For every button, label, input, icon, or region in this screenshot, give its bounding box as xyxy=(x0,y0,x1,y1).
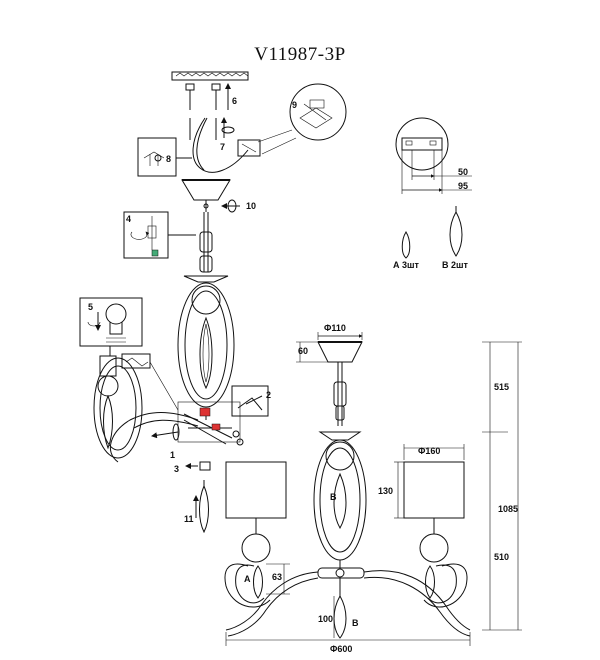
step-6-label: 6 xyxy=(232,96,237,106)
step-7-label: 7 xyxy=(220,142,225,152)
step-9-label: 9 xyxy=(292,100,297,110)
part-a-label: A xyxy=(244,574,251,584)
left-shade xyxy=(224,461,287,608)
pendant-a-dim: 63 xyxy=(272,572,282,582)
step-5-label: 5 xyxy=(88,302,93,312)
chandelier-body-left xyxy=(177,275,235,420)
model-title: V11987-3P xyxy=(254,44,346,65)
pliers-inset xyxy=(231,385,269,417)
step-5-inset xyxy=(79,297,143,356)
rod-length-dim: 515 xyxy=(494,382,509,392)
step-8-label: 8 xyxy=(166,154,171,164)
mount-outer-dim: 95 xyxy=(458,181,468,191)
glass-b-label: B xyxy=(442,260,449,270)
step-11-label: 11 xyxy=(184,514,194,524)
glass-a xyxy=(401,231,411,259)
assembled-center xyxy=(313,431,367,568)
canopy-dia-dim: Φ110 xyxy=(324,323,346,333)
nut-part xyxy=(185,461,211,471)
pendant-b-dim: 100 xyxy=(318,614,333,624)
part-b-label-center: B xyxy=(330,492,337,502)
mount-inner-dim: 50 xyxy=(458,167,468,177)
mount-plate-detail xyxy=(395,117,472,194)
left-arm xyxy=(93,355,199,463)
glass-a-qty: 3шт xyxy=(402,260,420,270)
right-shade xyxy=(403,461,468,608)
glass-b-qty: 2шт xyxy=(451,260,469,270)
bottom-crystal xyxy=(333,578,347,639)
canopy-height-dim: 60 xyxy=(298,346,308,356)
main-rod-chain xyxy=(199,212,213,273)
shade-dia-dim: Φ160 xyxy=(418,446,440,456)
shade-height-dim: 130 xyxy=(378,486,393,496)
crystal-drop-11 xyxy=(193,480,209,534)
total-height-dim: 1085 xyxy=(498,504,518,514)
step-9-terminal xyxy=(237,83,347,157)
assembled-canopy xyxy=(296,332,363,363)
step-1-label: 1 xyxy=(170,450,175,460)
lower-height-dim: 510 xyxy=(494,552,509,562)
glass-b xyxy=(449,206,463,257)
width-dim: Φ600 xyxy=(330,644,352,654)
part-b-label-bottom: B xyxy=(352,618,359,628)
step-8-inset xyxy=(137,137,192,177)
wrench-icon xyxy=(121,353,179,411)
mounting-bracket xyxy=(171,71,249,81)
step-4-label: 4 xyxy=(126,214,131,224)
step-3-label: 3 xyxy=(174,464,179,474)
step-4-inset xyxy=(123,211,196,259)
screws-group xyxy=(185,83,235,140)
assembled-rod xyxy=(333,362,347,426)
step-2-label: 2 xyxy=(266,390,271,400)
glass-a-label: A xyxy=(393,260,400,270)
step-10-label: 10 xyxy=(246,201,256,211)
canopy xyxy=(181,179,231,212)
wiring-junction xyxy=(177,401,244,446)
